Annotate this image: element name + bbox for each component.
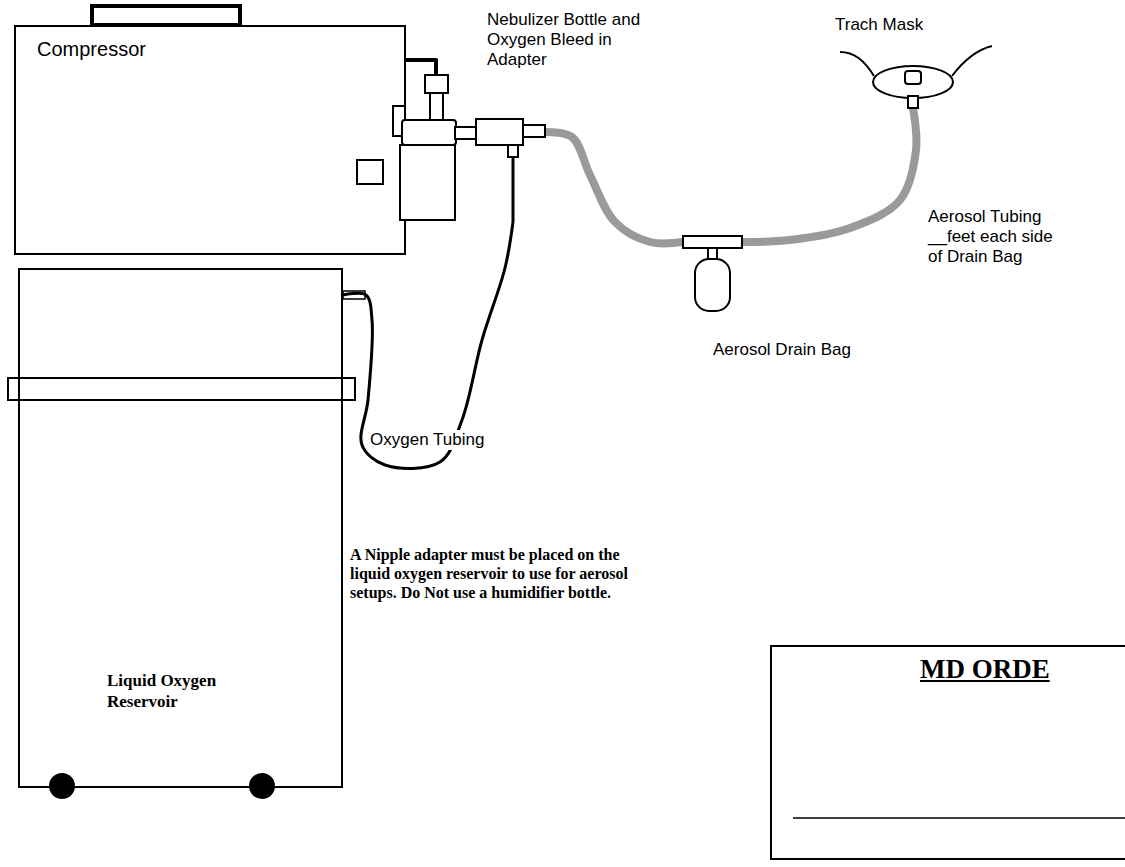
compressor-outlet-tube (406, 60, 436, 75)
mask-strap (952, 46, 992, 76)
adapter-outlet (523, 125, 545, 137)
nebulizer-bottle (400, 145, 455, 220)
part-drawing (683, 233, 742, 312)
part-label: Nebulizer Bottle and Oxygen Bleed in Ada… (487, 10, 662, 70)
box-heading: MD ORDE (920, 653, 1050, 685)
tubing-note: Aerosol Tubing __feet each side of Drain… (928, 207, 1066, 267)
mask-stem (908, 96, 918, 108)
part-drawing (398, 75, 545, 222)
compressor-box: Compressor (14, 25, 406, 255)
part-drawing (868, 62, 958, 108)
aerosol-tubing (742, 108, 916, 242)
mask-strap (840, 52, 874, 76)
nebulizer-fitting (425, 75, 448, 93)
oxygen-tubing (343, 222, 513, 468)
md-order-box: MD ORDE (770, 645, 1125, 860)
setup-note: A Nipple adapter must be placed on the l… (350, 545, 650, 602)
reservoir-wheel (249, 773, 275, 799)
trach-mask-node: Trach Mask (868, 62, 958, 108)
nebulizer-neck (430, 93, 443, 120)
part-label: Aerosol Drain Bag (713, 340, 851, 360)
nebulizer-cap (402, 120, 456, 145)
reservoir-wheel (49, 773, 75, 799)
compressor-handle (92, 6, 240, 25)
nebulizer-bottle-node: Nebulizer Bottle and Oxygen Bleed in Ada… (398, 75, 545, 222)
oxygen-tubing-end (512, 157, 515, 222)
adapter-connector (455, 127, 477, 139)
reservoir-band (8, 378, 355, 400)
oxygen-port (508, 145, 518, 157)
drain-tee (683, 236, 742, 248)
aerosol-tubing (545, 132, 683, 243)
edge-label: Oxygen Tubing (368, 430, 486, 450)
bleed-in-adapter (476, 119, 523, 145)
drain-bag (695, 259, 730, 311)
part-label: Trach Mask (835, 15, 923, 35)
node-label: Compressor (37, 37, 146, 61)
drain-bag-node: Aerosol Drain Bag (683, 233, 742, 312)
node-label: Liquid Oxygen Reservoir (107, 670, 232, 712)
liquid-oxygen-reservoir: Liquid Oxygen Reservoir (18, 268, 343, 788)
compressor-knob (357, 160, 383, 184)
trach-mask (873, 66, 953, 98)
order-blank-line (793, 817, 1125, 819)
mask-port (905, 71, 921, 84)
